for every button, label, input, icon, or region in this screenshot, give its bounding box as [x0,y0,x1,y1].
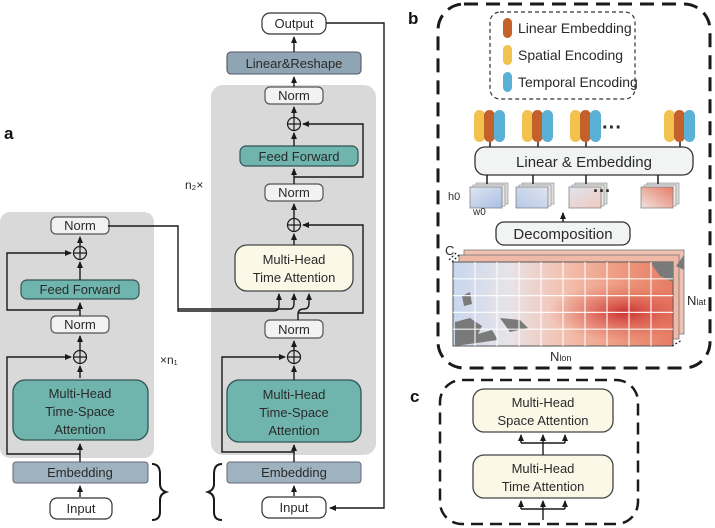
lon-label: Nlon [550,349,571,364]
encoder-attention-label-2: Time-Space [45,404,115,419]
encoder-feed-forward-label: Feed Forward [40,282,121,297]
decoder-feed-forward-label: Feed Forward [259,149,340,164]
decoder-add-icon-1 [286,116,302,132]
encoder-input-label: Input [67,501,96,516]
encoder-brace [151,463,170,521]
decoder-embedding-label: Embedding [261,465,327,480]
decoder-input-label: Input [280,500,309,515]
encoder-attention-label-1: Multi-Head [49,386,112,401]
encoder-norm-top-label: Norm [64,218,96,233]
token-spatial-encoding [664,110,675,142]
plus-icon [288,118,300,130]
token-groups [474,110,695,147]
panel-a-letter: a [4,124,14,143]
c-time-attention-label-2: Time Attention [502,479,585,494]
panel-b-frame [436,2,712,370]
token-temporal-encoding [494,110,505,142]
lat-label: Nlat [687,293,706,308]
panel-c-frame [438,378,640,526]
decoder-repeat-label: n₂× [185,178,203,192]
decoder-norm-top[interactable] [264,86,324,105]
encoder-time-space-attention[interactable] [12,379,149,441]
encoder-block: ×n₁ Norm Feed Forward Norm Multi-Head Ti… [0,212,178,458]
decoder-attention-label-3: Attention [268,423,319,438]
token-spatial-encoding [570,110,581,142]
plus-icon [288,219,300,231]
encoder-add-icon-top [72,245,88,261]
patch [568,186,602,209]
encoder-input[interactable] [49,497,113,520]
legend-swatch [503,18,512,38]
patch [515,186,549,209]
encoder-repeat-label: ×n₁ [160,353,178,367]
legend-label: Spatial Encoding [518,47,623,63]
plus-icon [288,351,300,363]
decoder-time-attention-label-2: Time Attention [253,270,336,285]
decoder-brace [204,463,223,521]
c-time-attention-label-1: Multi-Head [512,461,575,476]
encoder-attention-label-3: Attention [54,422,105,437]
decoder-block: n₂× Output Linear&Reshape Norm Feed Forw… [108,12,376,455]
patches [469,175,680,209]
encoder-to-decoder-connector [108,225,282,312]
decoder-add-icon-2 [286,217,302,233]
decoder-norm-mid-label: Norm [278,185,310,200]
panel-c-letter: c [410,387,419,406]
token-linear-embedding [532,110,543,142]
decoder-norm-low[interactable] [264,319,324,339]
token-temporal-encoding [590,110,601,142]
decoder-time-attention-label-1: Multi-Head [263,252,326,267]
legend-swatch [503,72,512,92]
plus-icon [74,351,86,363]
sst-map-stack [448,249,685,347]
decoder-attention-label-1: Multi-Head [263,387,326,402]
encoder-embedding-label: Embedding [47,465,113,480]
patch-height-label: h0 [448,191,460,203]
patch-ellipsis: ··· [593,181,611,201]
encoder-norm-mid-label: Norm [64,317,96,332]
channel-label: C [445,243,454,258]
decoder-norm-low-label: Norm [278,322,310,337]
token-spatial-encoding [522,110,533,142]
c-space-attention-label-2: Space Attention [497,413,588,428]
decoder-add-icon-3 [286,349,302,365]
panel-b-letter: b [408,9,418,28]
patch [469,186,503,209]
decomposition-box[interactable] [495,221,631,246]
token-linear-embedding [674,110,685,142]
decoder-feed-forward[interactable] [239,145,359,167]
encoder-add-icon-mid [72,349,88,365]
token-temporal-encoding [684,110,695,142]
decoder-norm-top-label: Norm [278,88,310,103]
legend-label: Temporal Encoding [518,74,638,90]
decoder-output-label: Output [274,16,313,31]
token-linear-embedding [484,110,495,142]
c-space-attention[interactable] [472,388,614,433]
decoder-linear-reshape-label: Linear&Reshape [246,56,343,71]
linear-embedding-label: Linear & Embedding [516,154,652,171]
output-feedback-connector [326,22,385,511]
c-space-attention-label-1: Multi-Head [512,395,575,410]
patch-width-label: w0 [472,207,486,218]
linear-embedding-box[interactable] [474,146,694,176]
token-ellipsis: ··· [602,117,622,139]
token-spatial-encoding [474,110,485,142]
decoder-input[interactable] [261,496,327,519]
map-grid [453,262,673,346]
token-temporal-encoding [542,110,553,142]
decomposition-label: Decomposition [513,226,612,243]
decoder-attention-label-2: Time-Space [259,405,329,420]
legend-swatch [503,45,512,65]
legend-label: Linear Embedding [518,20,632,36]
plus-icon [74,247,86,259]
patch [640,186,674,209]
token-linear-embedding [580,110,591,142]
